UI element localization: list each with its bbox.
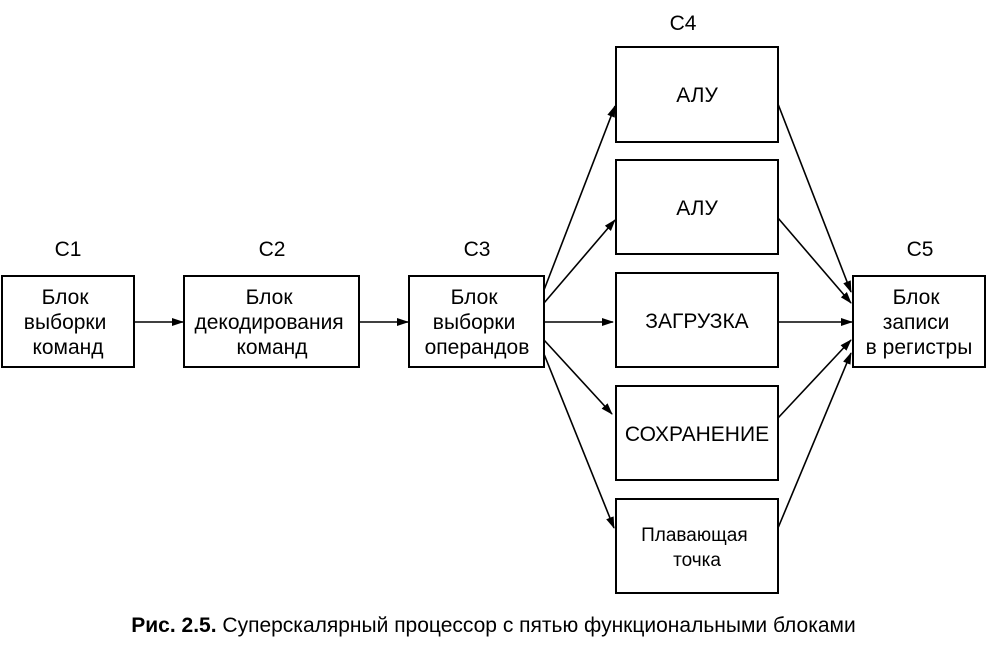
box-fetch-text: Блок выборки команд [24,286,112,359]
box-operand-fetch [408,275,545,368]
box-writeback-text: Блок записи в регистры [866,286,973,359]
arrow-alu-2-to-writeback [777,217,852,304]
figure-caption-label: Рис. 2.5. [131,614,217,637]
figure-caption: Рис. 2.5. Суперскалярный процессор с пят… [0,614,987,638]
stage-label-c2: C2 [259,238,286,261]
box-decode-text: Блок декодирования команд [194,286,349,359]
arrow-alu-1-to-writeback [777,103,852,293]
arrow-float-to-writeback [777,352,852,529]
box-store-text: СОХРАНЕНИЕ [625,423,769,446]
box-float [615,498,779,594]
box-alu-2-text: АЛУ [676,197,718,220]
arrow-operand-to-store [543,339,613,415]
stage-label-c4: C4 [670,12,697,35]
box-writeback [852,275,986,368]
box-float-text: Плавающая точка [641,525,753,571]
stage-label-c1: C1 [55,238,82,261]
box-load [615,272,779,368]
box-decode [183,275,360,368]
arrow-operand-to-alu-1 [543,105,616,291]
figure-caption-text: Суперскалярный процессор с пятью функцио… [222,614,856,637]
stage-label-c5: C5 [907,238,934,261]
box-fetch [1,275,135,368]
box-load-text: ЗАГРУЗКА [645,310,748,333]
box-store [615,385,779,481]
box-alu-1 [615,46,779,143]
box-alu-2 [615,159,779,255]
box-alu-1-text: АЛУ [676,84,718,107]
arrow-store-to-writeback [777,339,852,419]
box-operand-fetch-text: Блок выборки операндов [425,286,530,359]
arrow-operand-to-alu-2 [543,219,616,304]
arrow-operand-to-float [543,353,615,529]
stage-label-c3: C3 [464,238,491,261]
